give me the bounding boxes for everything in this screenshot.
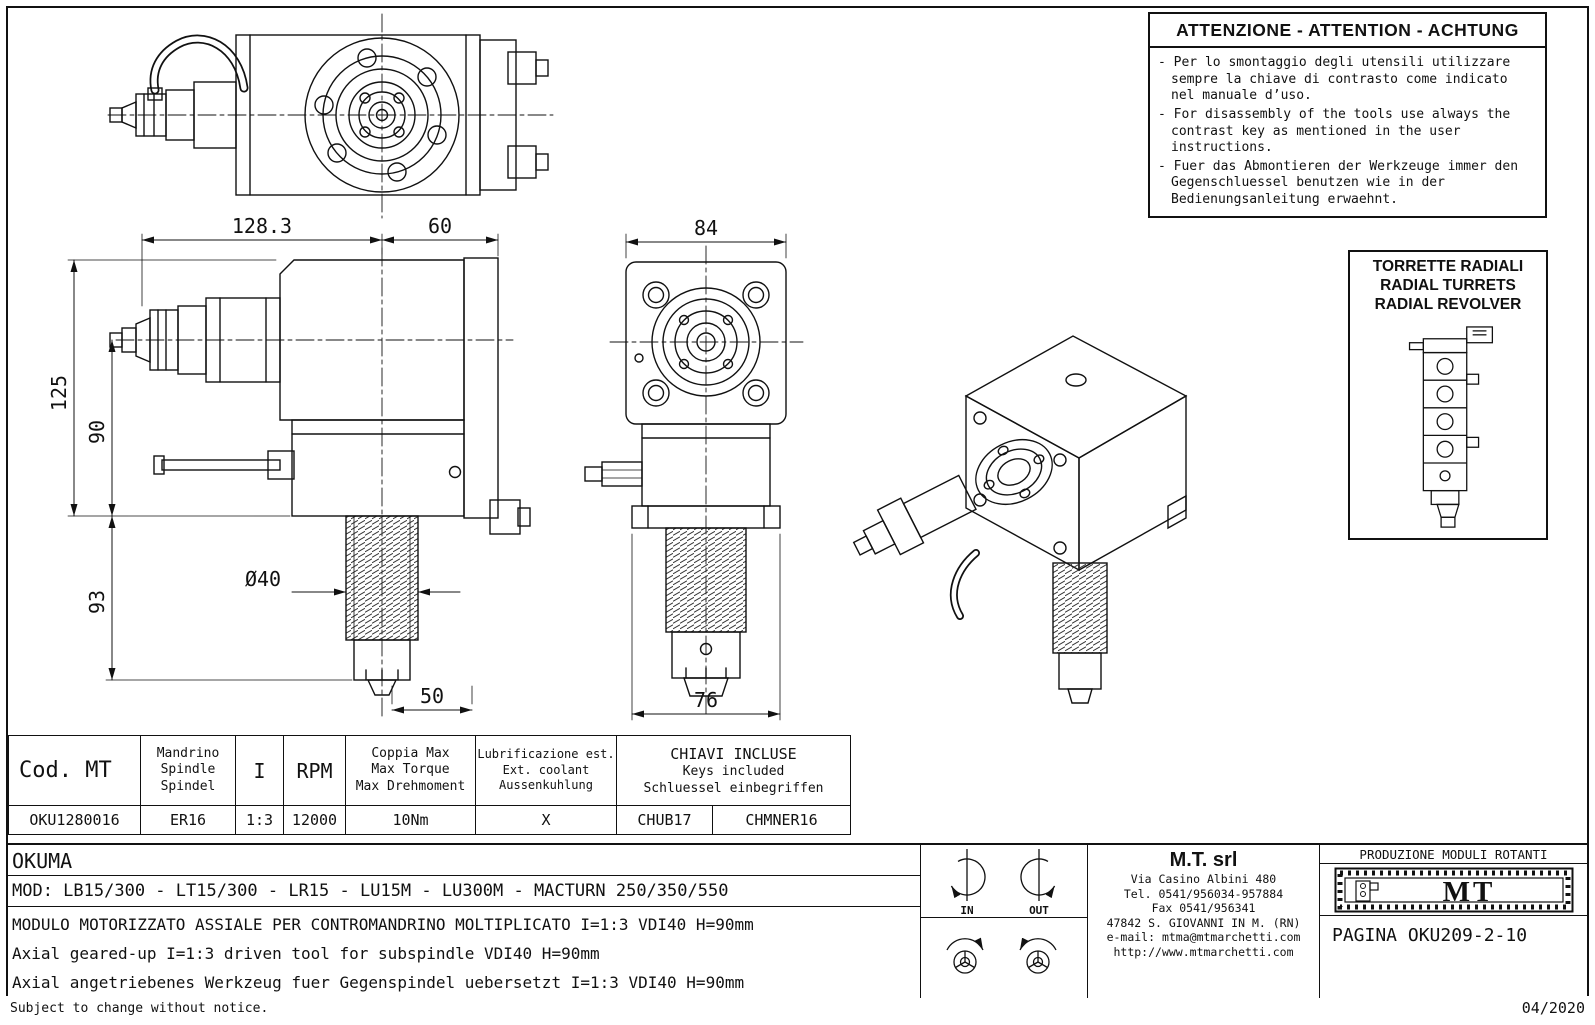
warning-body: - Per lo smontaggio degli utensili utili… xyxy=(1150,48,1545,209)
dim-76: 76 xyxy=(694,688,718,712)
dim-128: 128.3 xyxy=(232,214,292,238)
radial-title-it: TORRETTE RADIALI xyxy=(1372,258,1524,275)
front-view xyxy=(109,247,531,719)
company-email: e-mail: mtma@mtmarchetti.com xyxy=(1106,930,1301,944)
rotation-in-label: IN xyxy=(960,904,973,917)
warning-title: ATTENZIONE - ATTENTION - ACHTUNG xyxy=(1150,14,1545,48)
cell-key1: CHUB17 xyxy=(616,805,713,835)
dim-125: 125 xyxy=(47,375,71,411)
radial-title-en: RADIAL TURRETS xyxy=(1380,276,1516,294)
company-info: M.T. srl Via Casino Albini 480 Tel. 0541… xyxy=(1087,845,1319,998)
company-website: http://www.mtmarchetti.com xyxy=(1113,944,1294,959)
dim-84: 84 xyxy=(694,216,718,240)
col-header-coolant: Lubrificazione est. Ext. coolant Aussenk… xyxy=(475,735,617,806)
col-header-torque: Coppia Max Max Torque Max Drehmoment xyxy=(345,735,476,806)
isometric-view xyxy=(852,335,1188,704)
cell-coolant: X xyxy=(475,805,617,835)
dim-90: 90 xyxy=(85,420,109,444)
description-en: Axial geared-up I=1:3 driven tool for su… xyxy=(12,944,600,963)
page-number: PAGINA OKU209-2-10 xyxy=(1332,925,1528,946)
radial-turrets-title: TORRETTE RADIALI RADIAL TURRETS RADIAL R… xyxy=(1350,252,1546,315)
title-block-right: PRODUZIONE MODULI ROTANTI MT PAGINA OKU2… xyxy=(1319,845,1587,998)
footer-date: 04/2020 xyxy=(1521,999,1585,1017)
warning-item-it: - Per lo smontaggio degli utensili utili… xyxy=(1158,55,1511,104)
spec-table: Cod. MT Mandrino Spindle Spindel I RPM C… xyxy=(8,735,851,835)
company-fax: Fax 0541/956341 xyxy=(1151,901,1256,915)
radial-turrets-box: TORRETTE RADIALI RADIAL TURRETS RADIAL R… xyxy=(1348,250,1548,540)
cell-torque: 10Nm xyxy=(345,805,476,835)
production-label: PRODUZIONE MODULI ROTANTI xyxy=(1320,845,1587,864)
dim-50: 50 xyxy=(420,684,444,708)
cell-rpm: 12000 xyxy=(283,805,346,835)
warning-box: ATTENZIONE - ATTENTION - ACHTUNG - Per l… xyxy=(1148,12,1547,218)
company-phone: Tel. 0541/956034-957884 xyxy=(1123,886,1284,901)
description-de: Axial angetriebenes Werkzeug fuer Gegens… xyxy=(12,973,745,992)
rotation-direction-block: IN OUT xyxy=(920,845,1087,998)
company-address: Via Casino Albini 480 xyxy=(1130,872,1277,886)
machine-models: MOD: LB15/300 - LT15/300 - LR15 - LU15M … xyxy=(8,876,920,907)
module-description: MODULO MOTORIZZATO ASSIALE PER CONTROMAN… xyxy=(8,907,920,997)
dim-93: 93 xyxy=(85,590,109,614)
cell-cod: OKU1280016 xyxy=(8,805,141,835)
company-name: M.T. srl xyxy=(1169,849,1238,871)
dimensions xyxy=(67,233,787,721)
col-header-ratio: I xyxy=(235,735,284,806)
description-it: MODULO MOTORIZZATO ASSIALE PER CONTROMAN… xyxy=(12,915,754,934)
col-header-mandrino: Mandrino Spindle Spindel xyxy=(140,735,236,806)
machine-brand: OKUMA xyxy=(8,845,920,876)
cell-key2: CHMNER16 xyxy=(712,805,851,835)
title-block-left: OKUMA MOD: LB15/300 - LT15/300 - LR15 - … xyxy=(8,845,920,998)
warning-item-en: - For disassembly of the tools use alway… xyxy=(1158,106,1511,156)
col-header-keys: CHIAVI INCLUSE Keys included Schluessel … xyxy=(616,735,851,806)
radial-title-de: RADIAL REVOLVER xyxy=(1374,295,1522,313)
rotation-symbols: IN OUT xyxy=(921,845,1087,918)
rotation-tool-icons xyxy=(921,918,1087,994)
footer-note: Subject to change without notice. xyxy=(10,1001,269,1016)
technical-drawing: 128.3 60 84 125 90 93 Ø40 50 76 xyxy=(47,13,1188,721)
side-view xyxy=(584,245,804,719)
cell-ratio: 1:3 xyxy=(235,805,284,835)
col-header-cod: Cod. MT xyxy=(8,735,141,806)
company-logo: MT xyxy=(1320,864,1587,916)
dim-40: Ø40 xyxy=(245,567,281,591)
company-city: 47842 S. GIOVANNI IN M. (RN) xyxy=(1106,915,1301,930)
logo-mt-text: MT xyxy=(1442,876,1495,908)
cell-mandrino: ER16 xyxy=(140,805,236,835)
col-header-rpm: RPM xyxy=(283,735,346,806)
rotation-out-label: OUT xyxy=(1029,904,1049,917)
warning-item-de: - Fuer das Abmontieren der Werkzeuge imm… xyxy=(1158,158,1519,207)
radial-turret-drawing xyxy=(1408,326,1494,528)
top-view xyxy=(107,13,554,219)
title-block: OKUMA MOD: LB15/300 - LT15/300 - LR15 - … xyxy=(8,843,1587,998)
dim-60: 60 xyxy=(428,214,452,238)
